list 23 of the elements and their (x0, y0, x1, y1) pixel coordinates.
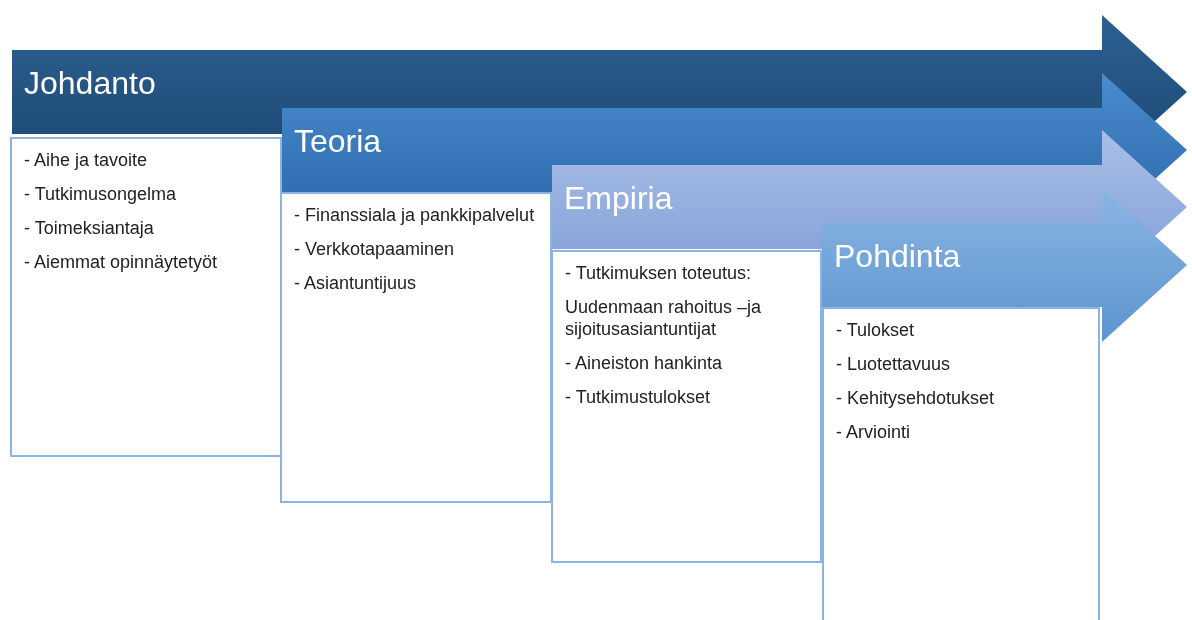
text-panel (551, 250, 822, 563)
stage-heading: Teoria (294, 123, 382, 160)
list-item: - Aineiston hankinta (565, 352, 724, 374)
stage-heading: Empiria (564, 180, 673, 217)
list-item: - Tutkimusongelma (24, 183, 178, 205)
list-item: - Luotettavuus (836, 353, 952, 375)
stage-heading: Johdanto (24, 65, 156, 102)
text-panel (822, 307, 1100, 620)
list-item: - Kehitysehdotukset (836, 387, 996, 409)
text-panel (280, 192, 552, 503)
list-item: - Tutkimuksen toteutus: (565, 262, 753, 284)
list-item: Uudenmaan rahoitus –ja sijoitusasiantuntijat (565, 296, 763, 340)
list-item: - Finanssiala ja pankkipalvelut (294, 204, 536, 226)
list-item: - Verkkotapaaminen (294, 238, 456, 260)
list-item: - Asiantuntijuus (294, 272, 418, 294)
list-item: - Tutkimustulokset (565, 386, 712, 408)
text-panel (10, 137, 282, 457)
stage-heading: Pohdinta (834, 238, 961, 275)
list-item: - Aiemmat opinnäytetyöt (24, 251, 219, 273)
list-item: - Aihe ja tavoite (24, 149, 149, 171)
list-item: - Arviointi (836, 421, 912, 443)
list-item: - Toimeksiantaja (24, 217, 155, 239)
list-item: - Tulokset (836, 319, 916, 341)
